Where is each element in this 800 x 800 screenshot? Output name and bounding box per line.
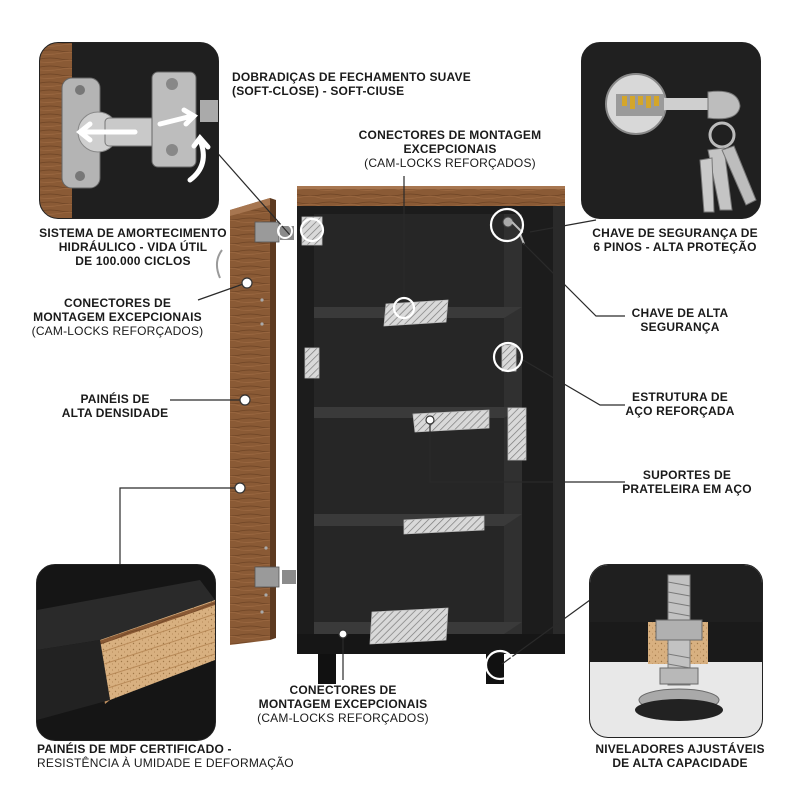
label-panels: PAINÉIS DE ALTA DENSIDADE	[40, 392, 190, 420]
shelf-support-line1: SUPORTES DE	[642, 468, 732, 482]
high-key-line2: SEGURANÇA	[640, 320, 720, 334]
open-door	[216, 198, 296, 645]
high-key-line1: CHAVE DE ALTA	[631, 306, 729, 320]
cam-bottom-line2: MONTAGEM EXCEPCIONAIS	[258, 697, 428, 711]
key-lock-inset	[581, 42, 761, 219]
hinge-inset	[39, 42, 219, 219]
mdf-line2: RESISTÊNCIA À UMIDADE E DEFORMAÇÃO	[37, 756, 294, 770]
cam-door-line1: CONECTORES DE	[63, 296, 172, 310]
cam-top-line1: CONECTORES DE MONTAGEM	[358, 128, 542, 142]
cam-door-line2: MONTAGEM EXCEPCIONAIS	[33, 310, 202, 324]
mdf-line1: PAINÉIS DE MDF CERTIFICADO -	[37, 742, 232, 756]
cam-top-line2: EXCEPCIONAIS	[403, 142, 497, 156]
cam-bottom-line1: CONECTORES DE	[289, 683, 397, 697]
label-shelf-support: SUPORTES DE PRATELEIRA EM AÇO	[612, 468, 762, 496]
label-damping: SISTEMA DE AMORTECIMENTO HIDRÁULICO - VI…	[28, 226, 238, 268]
security-key-line1: CHAVE DE SEGURANÇA DE	[592, 226, 758, 240]
security-key-line2: 6 PINOS - ALTA PROTEÇÃO	[593, 240, 757, 254]
cam-top-line3: (CAM-LOCKS REFORÇADOS)	[364, 156, 536, 170]
panels-line2: ALTA DENSIDADE	[61, 406, 169, 420]
leader-lines	[119, 139, 625, 681]
label-hinge: DOBRADIÇAS DE FECHAMENTO SUAVE (SOFT-CLO…	[232, 70, 471, 98]
label-mdf: PAINÉIS DE MDF CERTIFICADO - RESISTÊNCIA…	[37, 742, 294, 770]
label-cam-door: CONECTORES DE MONTAGEM EXCEPCIONAIS (CAM…	[20, 296, 215, 338]
label-steel: ESTRUTURA DE AÇO REFORÇADA	[610, 390, 750, 418]
mdf-panel-inset	[36, 564, 216, 741]
label-high-key: CHAVE DE ALTA SEGURANÇA	[610, 306, 750, 334]
levelers-line1: NIVELADORES AJUSTÁVEIS	[595, 742, 765, 756]
panels-line1: PAINÉIS DE	[80, 392, 150, 406]
leveler-inset	[589, 564, 763, 738]
levelers-line2: DE ALTA CAPACIDADE	[612, 756, 748, 770]
steel-line2: AÇO REFORÇADA	[625, 404, 735, 418]
cam-bottom-line3: (CAM-LOCKS REFORÇADOS)	[257, 711, 429, 725]
steel-line1: ESTRUTURA DE	[632, 390, 728, 404]
shelf-support-line2: PRATELEIRA EM AÇO	[622, 482, 752, 496]
label-security-key: CHAVE DE SEGURANÇA DE 6 PINOS - ALTA PRO…	[575, 226, 775, 254]
hinge-line1: DOBRADIÇAS DE FECHAMENTO SUAVE	[232, 70, 471, 84]
cam-door-line3: (CAM-LOCKS REFORÇADOS)	[31, 324, 204, 338]
damping-line1: SISTEMA DE AMORTECIMENTO	[39, 226, 227, 240]
damping-line2: HIDRÁULICO - VIDA ÚTIL	[58, 240, 208, 254]
steel-detail-markers	[301, 216, 527, 645]
damping-line3: DE 100.000 CICLOS	[75, 254, 191, 268]
label-cam-top: CONECTORES DE MONTAGEM EXCEPCIONAIS (CAM…	[340, 128, 560, 170]
label-cam-bottom: CONECTORES DE MONTAGEM EXCEPCIONAIS (CAM…	[248, 683, 438, 725]
hinge-line2: (SOFT-CLOSE) - SOFT-CIUSE	[232, 84, 405, 98]
label-levelers: NIVELADORES AJUSTÁVEIS DE ALTA CAPACIDAD…	[582, 742, 778, 770]
